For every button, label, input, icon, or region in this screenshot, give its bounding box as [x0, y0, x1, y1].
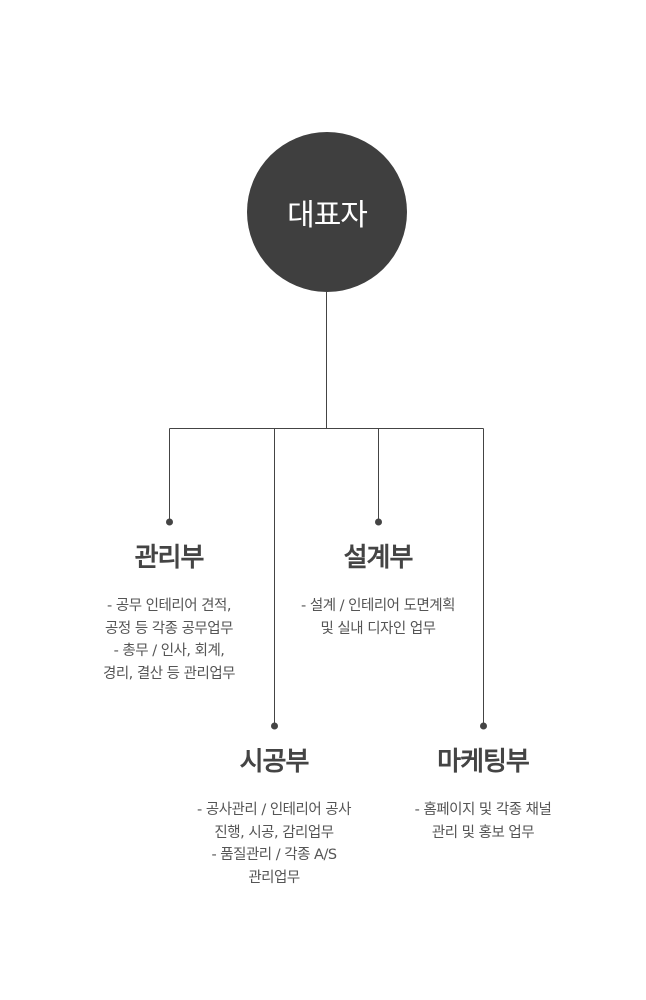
dept-title: 시공부	[239, 747, 310, 777]
node-dot-management	[166, 518, 173, 526]
desc-line: - 공무 인테리어 견적,	[107, 598, 231, 614]
desc-line: 경리, 결산 등 관리업무	[103, 665, 236, 682]
desc-line: - 총무 / 인사, 회계,	[113, 643, 225, 659]
dept-description: - 공사관리 / 인테리어 공사 진행, 시공, 감리업무 - 품질관리 / 각…	[164, 799, 384, 889]
dept-management: 관리부 - 공무 인테리어 견적, 공정 등 각종 공무업무 - 총무 / 인사…	[59, 541, 279, 685]
dept-title: 마케팅부	[437, 747, 530, 777]
desc-line: - 공사관리 / 인테리어 공사	[197, 802, 351, 818]
dept-title: 설계부	[343, 543, 414, 573]
node-dot-construction	[271, 722, 278, 730]
desc-line: 및 실내 디자인 업무	[320, 620, 436, 637]
dept-construction: 시공부 - 공사관리 / 인테리어 공사 진행, 시공, 감리업무 - 품질관리…	[164, 745, 384, 889]
ceo-label: 대표자	[287, 198, 368, 233]
dept-design: 설계부 - 설계 / 인테리어 도면계획 및 실내 디자인 업무	[268, 541, 488, 640]
desc-line: - 품질관리 / 각종 A/S	[211, 847, 337, 863]
dept-description: - 홈페이지 및 각종 채널 관리 및 홍보 업무	[373, 799, 593, 844]
dept-title: 관리부	[134, 543, 205, 573]
desc-line: - 설계 / 인테리어 도면계획	[301, 598, 455, 614]
desc-line: - 홈페이지 및 각종 채널	[414, 802, 552, 818]
dept-marketing: 마케팅부 - 홈페이지 및 각종 채널 관리 및 홍보 업무	[373, 745, 593, 844]
desc-line: 관리업무	[248, 869, 300, 886]
dept-description: - 설계 / 인테리어 도면계획 및 실내 디자인 업무	[268, 595, 488, 640]
desc-line: 진행, 시공, 감리업무	[214, 824, 334, 841]
desc-line: 공정 등 각종 공무업무	[105, 620, 233, 637]
desc-line: 관리 및 홍보 업무	[431, 824, 535, 841]
dept-description: - 공무 인테리어 견적, 공정 등 각종 공무업무 - 총무 / 인사, 회계…	[59, 595, 279, 685]
ceo-node: 대표자	[247, 132, 407, 292]
node-dot-design	[375, 518, 382, 526]
node-dot-marketing	[480, 722, 487, 730]
